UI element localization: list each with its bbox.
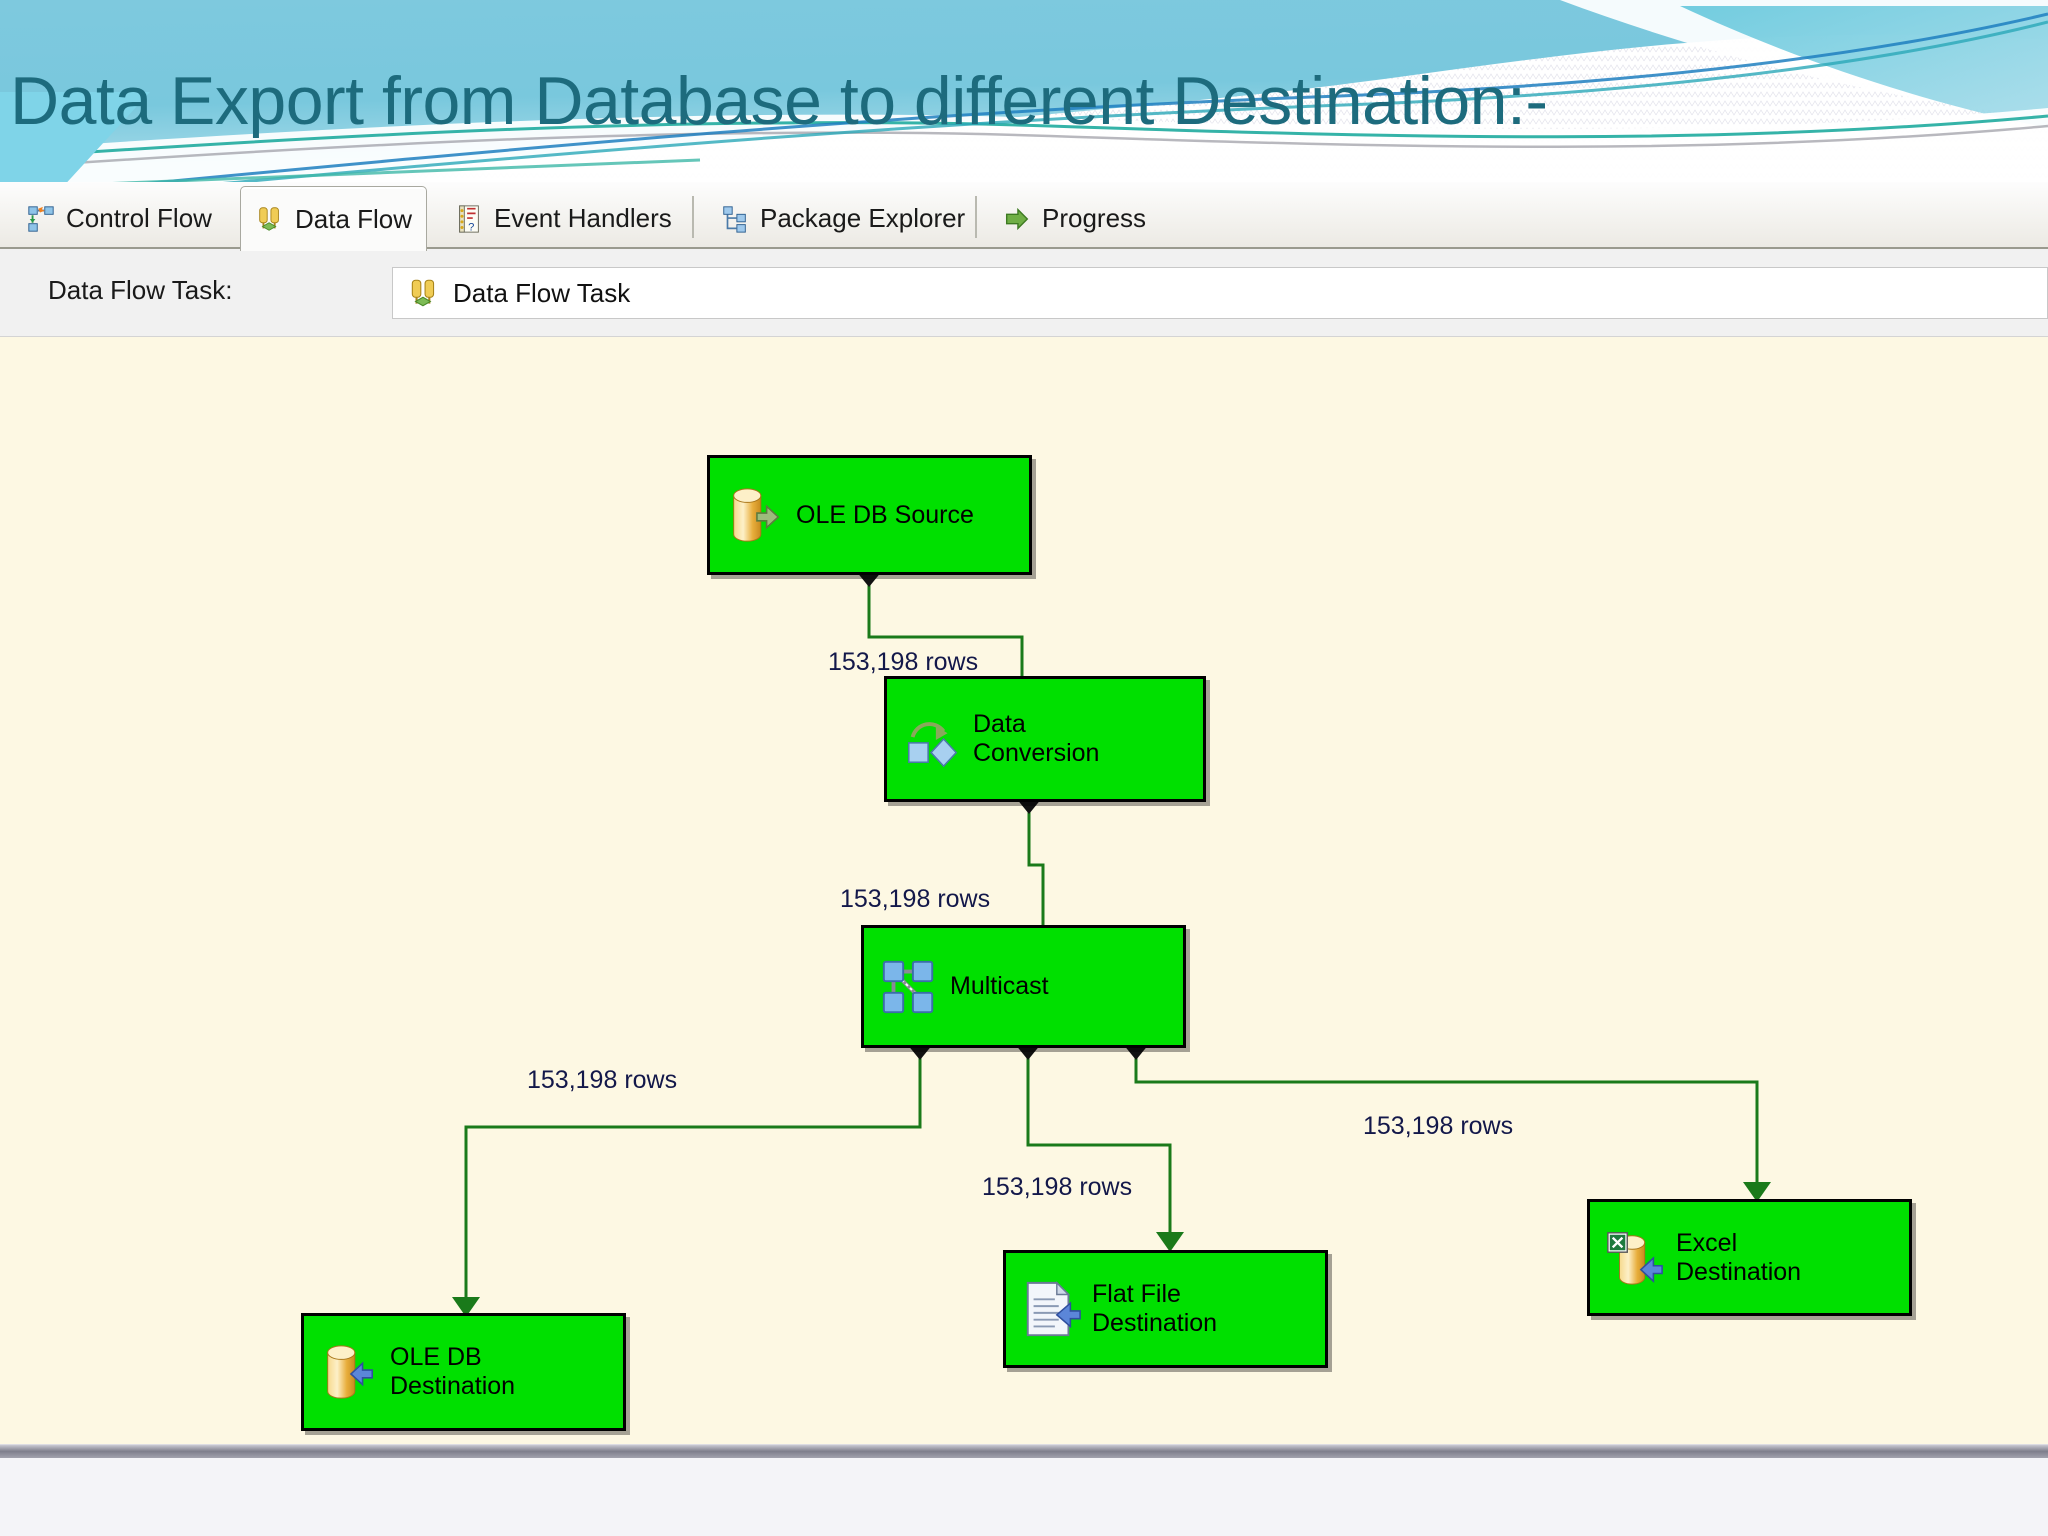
edge-label-multicast-to-oledb: 153,198 rows — [527, 1066, 678, 1094]
node-label: OLE DB Destination — [390, 1343, 516, 1400]
tab-data-flow[interactable]: Data Flow — [240, 186, 428, 251]
tab-label: Progress — [1042, 203, 1147, 233]
node-multicast[interactable]: Multicast — [861, 925, 1186, 1048]
designer-tab-strip: Control Flow Data Flow ? Event — [0, 182, 2048, 251]
data-flow-task-combo[interactable]: Data Flow Task — [392, 267, 2048, 319]
node-data-conversion[interactable]: Data Conversion — [884, 676, 1206, 802]
slide-header-banner: Data Export from Database to different D… — [0, 0, 2048, 190]
ssis-designer-window: Control Flow Data Flow ? Event — [0, 182, 2048, 1444]
edge-label-multicast-to-flatfile: 153,198 rows — [982, 1173, 1133, 1201]
database-out-icon — [733, 488, 780, 542]
tab-label: Event Handlers — [494, 203, 672, 233]
node-ole-db-source[interactable]: OLE DB Source — [707, 455, 1032, 575]
tab-package-explorer[interactable]: Package Explorer — [706, 188, 979, 249]
data-flow-task-label: Data Flow Task: — [48, 275, 233, 305]
header-decoration — [0, 0, 2048, 190]
multicast-icon — [882, 960, 934, 1013]
tab-progress[interactable]: Progress — [988, 188, 1160, 249]
node-excel-destination[interactable]: Excel Destination — [1587, 1199, 1912, 1316]
node-label: Multicast — [950, 972, 1049, 1001]
data-conversion-icon — [907, 722, 958, 768]
tab-label: Data Flow — [295, 203, 413, 234]
tab-separator — [975, 196, 977, 238]
data-flow-task-combo-value: Data Flow Task — [453, 277, 631, 308]
database-in-icon — [327, 1345, 374, 1399]
package-explorer-icon — [723, 205, 746, 233]
edge-label-multicast-to-excel: 153,198 rows — [1363, 1112, 1514, 1140]
data-flow-canvas[interactable]: OLE DB Source Data Conversion Multicas — [0, 337, 2048, 1444]
progress-icon — [1005, 207, 1029, 230]
tab-event-handlers[interactable]: ? Event Handlers — [440, 188, 686, 249]
data-flow-task-bar: Data Flow Task: Data Flow Task — [0, 249, 2048, 337]
node-ole-db-destination[interactable]: OLE DB Destination — [301, 1313, 626, 1431]
node-label: Data Conversion — [973, 710, 1100, 767]
data-flow-icon — [259, 207, 279, 231]
edge-label-source-to-conversion: 153,198 rows — [828, 648, 979, 676]
node-label: Excel Destination — [1676, 1228, 1802, 1286]
svg-text:?: ? — [468, 221, 474, 233]
page-title: Data Export from Database to different D… — [10, 63, 1548, 139]
tab-label: Package Explorer — [760, 203, 966, 233]
node-label: OLE DB Source — [796, 500, 974, 529]
tab-label: Control Flow — [66, 203, 212, 233]
slide-footer — [0, 1458, 2048, 1536]
data-flow-task-icon — [411, 279, 435, 307]
event-handlers-icon: ? — [459, 204, 479, 233]
flat-file-icon — [1026, 1281, 1081, 1337]
window-bottom-bar — [0, 1444, 2048, 1459]
node-flat-file-destination[interactable]: Flat File Destination — [1003, 1250, 1328, 1368]
edge-label-conversion-to-multicast: 153,198 rows — [840, 885, 991, 913]
tab-control-flow[interactable]: Control Flow — [12, 188, 226, 249]
node-label: Flat File Destination — [1092, 1280, 1218, 1337]
tab-separator — [692, 196, 694, 238]
control-flow-icon — [28, 205, 54, 232]
excel-dest-icon — [1607, 1231, 1663, 1285]
